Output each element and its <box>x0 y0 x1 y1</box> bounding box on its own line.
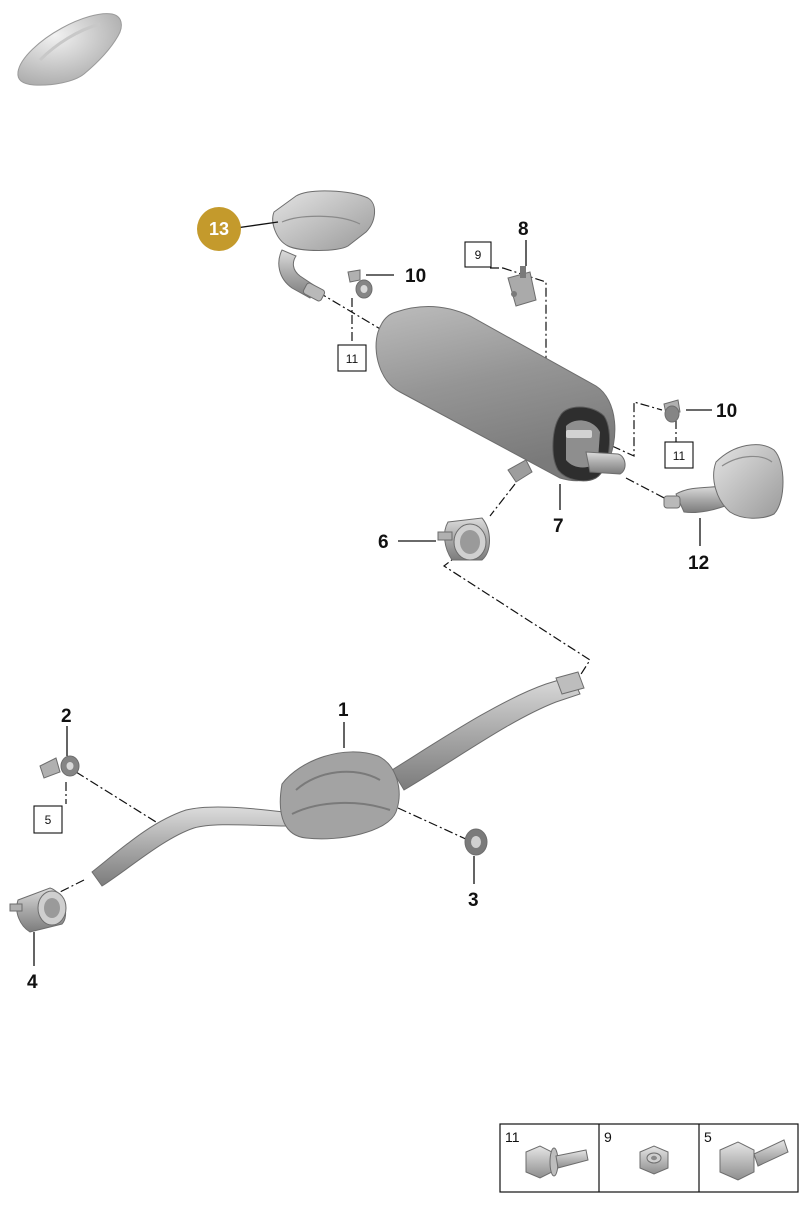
callout-12[interactable]: 12 <box>688 553 709 574</box>
ref-box-11-upper-label: 11 <box>346 352 359 366</box>
tailpipe-left <box>272 190 375 302</box>
rear-muffler <box>375 305 626 483</box>
callout-10-upper[interactable]: 10 <box>405 266 426 287</box>
ref-box-5-label: 5 <box>45 813 52 827</box>
callout-1[interactable]: 1 <box>338 700 349 721</box>
ref-box-9[interactable]: 9 <box>464 241 492 268</box>
flange-bolt-icon <box>525 1145 589 1179</box>
leader-lines <box>33 221 712 966</box>
callout-13[interactable]: 13 <box>197 207 241 251</box>
callout-8[interactable]: 8 <box>518 219 529 240</box>
callout-4[interactable]: 4 <box>27 972 38 993</box>
fastener-legend: 11 9 5 <box>499 1123 799 1193</box>
hanger-bracket-right <box>663 399 681 423</box>
hex-bolt-icon <box>719 1139 789 1181</box>
callout-2[interactable]: 2 <box>61 706 72 727</box>
ref-box-11-upper[interactable]: 11 <box>337 344 367 372</box>
ref-box-9-label: 9 <box>475 248 482 262</box>
legend-label-9: 9 <box>604 1129 612 1145</box>
clamp-part-6 <box>437 517 490 561</box>
legend-cell-9[interactable]: 9 <box>604 1129 669 1175</box>
legend-label-11: 11 <box>505 1129 520 1145</box>
callout-7[interactable]: 7 <box>553 516 564 537</box>
nut-icon <box>639 1145 669 1175</box>
legend-label-5: 5 <box>704 1129 712 1145</box>
ref-box-5[interactable]: 5 <box>33 805 63 834</box>
front-pipe-assembly <box>91 671 585 887</box>
legend-cell-11[interactable]: 11 <box>505 1129 589 1179</box>
tailpipe-right <box>663 444 784 519</box>
callout-3[interactable]: 3 <box>468 890 479 911</box>
callout-6[interactable]: 6 <box>378 532 389 553</box>
callout-10-right[interactable]: 10 <box>716 401 737 422</box>
clamp-part-4 <box>9 887 67 933</box>
legend-cell-5[interactable]: 5 <box>704 1129 789 1181</box>
sensor-part-8 <box>507 266 537 307</box>
ref-box-11-right-label: 11 <box>673 449 686 463</box>
hanger-part-2 <box>39 755 80 779</box>
ref-box-11-right[interactable]: 11 <box>664 441 694 469</box>
rubber-mount-part-3 <box>464 828 488 856</box>
hanger-bracket-upper-left <box>347 269 373 299</box>
callout-13-label: 13 <box>209 219 229 239</box>
car-silhouette-icon <box>17 13 122 86</box>
